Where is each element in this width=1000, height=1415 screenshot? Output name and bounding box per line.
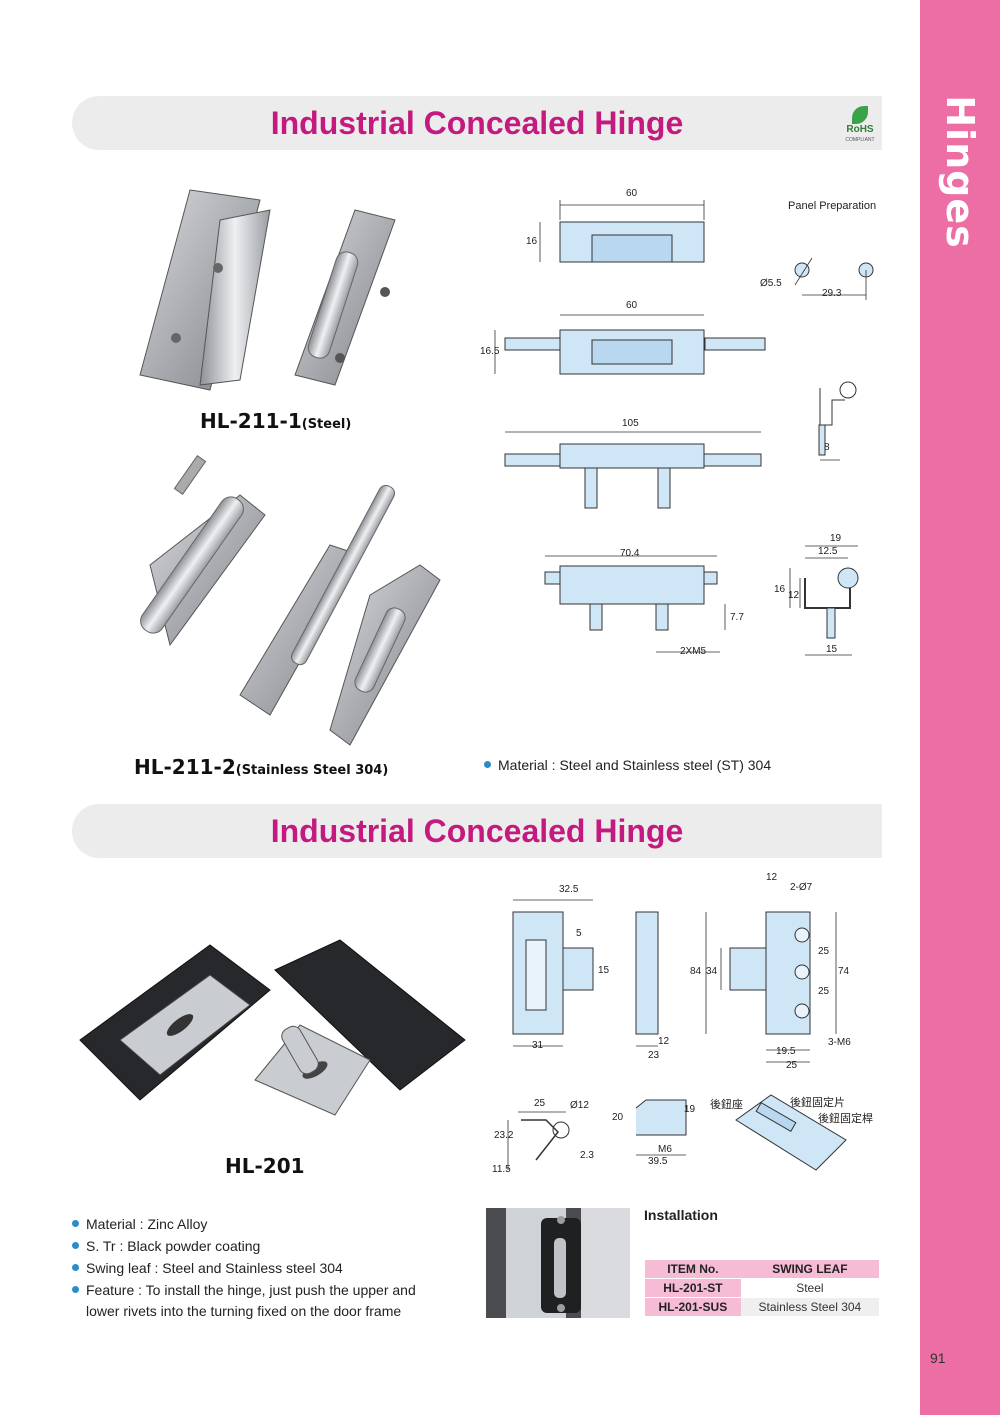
- dim-m6: M6: [658, 1144, 672, 1155]
- dim-16b: 16: [774, 584, 786, 595]
- section2-banner: Industrial Concealed Hinge: [72, 804, 882, 858]
- dim-32-5: 32.5: [559, 884, 579, 895]
- bullet-icon: [72, 1264, 79, 1271]
- dim-31: 31: [532, 1040, 544, 1051]
- cn-label-3: 後鈕固定桿: [818, 1113, 873, 1125]
- dim-2-diameter-7: 2-Ø7: [790, 882, 813, 893]
- dim-2-3: 2.3: [580, 1150, 594, 1161]
- section2-bullet-4: Feature : To install the hinge, just pus…: [72, 1282, 416, 1298]
- table-cell: Stainless Steel 304: [740, 1297, 879, 1317]
- dim-105: 105: [622, 418, 639, 429]
- leaf-icon: [852, 106, 868, 124]
- section2-bullet-1: Material : Zinc Alloy: [72, 1216, 207, 1232]
- rohs-sub: COMPLIANT: [845, 137, 875, 143]
- dim-8: 8: [824, 442, 830, 453]
- section1-material-note: Material : Steel and Stainless steel (ST…: [484, 757, 771, 773]
- dim-19: 19: [684, 1104, 696, 1115]
- installation-photo: [486, 1208, 630, 1318]
- bullet-icon: [484, 761, 491, 768]
- dim-20: 20: [612, 1112, 624, 1123]
- dim-25a: 25: [818, 946, 830, 957]
- product-material: (Stainless Steel 304): [235, 763, 389, 778]
- bullet-icon: [72, 1242, 79, 1249]
- dim-25b: 25: [818, 986, 830, 997]
- page-number: 91: [930, 1350, 946, 1366]
- dim-70-4: 70.4: [620, 548, 640, 559]
- dim-15: 15: [826, 644, 838, 655]
- table-row: HL-201-SUS Stainless Steel 304: [645, 1297, 879, 1317]
- dim-25c: 25: [786, 1060, 798, 1071]
- dim-5: 5: [576, 928, 582, 939]
- product-code: HL-211-1: [200, 409, 302, 433]
- dim-11-5: 11.5: [492, 1164, 511, 1175]
- hl-201-label: HL-201: [225, 1154, 305, 1178]
- cn-label-1: 後鈕座: [710, 1099, 743, 1111]
- section2-bullet-4-cont: lower rivets into the turning fixed on t…: [86, 1303, 402, 1319]
- dim-diameter-5-5: Ø5.5: [760, 278, 782, 289]
- dim-19: 19: [830, 533, 842, 544]
- section2-title: Industrial Concealed Hinge: [270, 813, 684, 849]
- bullet-icon: [72, 1220, 79, 1227]
- product-code: HL-211-2: [134, 755, 236, 779]
- section2-technical-drawing: [507, 899, 847, 1171]
- table-cell: HL-201-SUS: [645, 1297, 741, 1317]
- dim-15: 15: [598, 965, 610, 976]
- dim-7-7: 7.7: [730, 612, 744, 623]
- side-tab-label: Hinges: [938, 95, 982, 249]
- table-header: SWING LEAF: [740, 1260, 879, 1279]
- dim-39-5: 39.5: [648, 1156, 668, 1167]
- dim-60a: 60: [626, 188, 638, 199]
- panel-prep-label: Panel Preparation: [788, 200, 877, 212]
- dim-23: 23: [648, 1050, 660, 1061]
- dim-16-5: 16.5: [480, 346, 500, 357]
- dim-74: 74: [838, 966, 850, 977]
- hl-211-1-label: HL-211-1(Steel): [200, 409, 351, 433]
- table-header-row: ITEM No. SWING LEAF: [645, 1260, 879, 1279]
- table-header: ITEM No.: [645, 1260, 741, 1279]
- product-material: (Steel): [301, 417, 352, 432]
- section1-banner: Industrial Concealed Hinge: [72, 96, 882, 150]
- dim-12b: 12: [766, 872, 778, 883]
- dim-25d: 25: [534, 1098, 546, 1109]
- hl-201-photo: [79, 939, 466, 1116]
- dim-12a: 12: [658, 1036, 670, 1047]
- section1-title: Industrial Concealed Hinge: [270, 105, 684, 141]
- dim-12-5: 12.5: [818, 546, 838, 557]
- hl-211-2-photo: [140, 455, 441, 746]
- section1-technical-drawing: [494, 200, 874, 656]
- dim-19-5: 19.5: [776, 1046, 796, 1057]
- hl-211-1-photo: [139, 189, 396, 391]
- table-cell: Steel: [740, 1278, 879, 1298]
- table-row: HL-201-ST Steel: [645, 1278, 879, 1298]
- dim-3-m6: 3-M6: [828, 1037, 851, 1048]
- table-cell: HL-201-ST: [645, 1278, 741, 1298]
- cn-label-2: 後鈕固定片: [790, 1097, 845, 1109]
- dim-23-2: 23.2: [494, 1130, 514, 1141]
- dim-diameter-12: Ø12: [570, 1100, 589, 1111]
- hl-211-2-label: HL-211-2(Stainless Steel 304): [134, 755, 388, 779]
- side-tab: Hinges: [920, 0, 1000, 1415]
- installation-title: Installation: [644, 1207, 718, 1223]
- product-code: HL-201: [225, 1154, 305, 1178]
- section2-bullet-3: Swing leaf : Steel and Stainless steel 3…: [72, 1260, 343, 1276]
- dim-12: 12: [788, 590, 800, 601]
- dim-16: 16: [526, 236, 538, 247]
- rohs-badge: RoHS COMPLIANT: [842, 104, 878, 146]
- dim-2xm5: 2XM5: [680, 646, 707, 657]
- swing-leaf-table: ITEM No. SWING LEAF HL-201-ST Steel HL-2…: [645, 1260, 879, 1317]
- rohs-text: RoHS: [846, 124, 874, 135]
- dim-29-3: 29.3: [822, 288, 842, 299]
- dim-84: 84: [690, 966, 702, 977]
- dim-34: 34: [706, 966, 718, 977]
- bullet-icon: [72, 1286, 79, 1293]
- section2-bullet-2: S. Tr : Black powder coating: [72, 1238, 260, 1254]
- dim-60b: 60: [626, 300, 638, 311]
